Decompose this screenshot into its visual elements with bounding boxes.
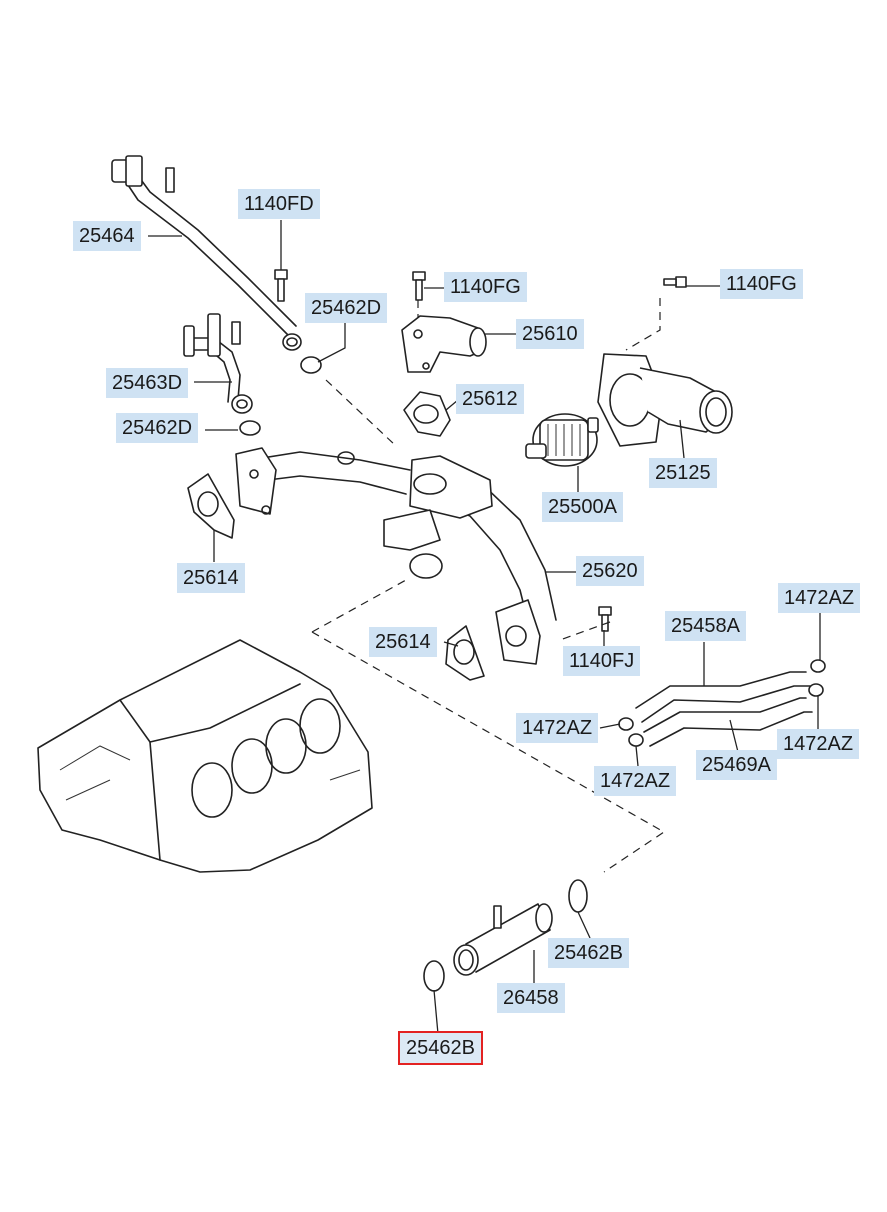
leader-lines	[148, 220, 821, 1035]
label-1472az-bottom[interactable]: 1472AZ	[594, 766, 677, 796]
label-25125[interactable]: 25125	[649, 458, 717, 488]
label-26458[interactable]: 26458	[497, 983, 565, 1013]
gasket-25612	[403, 391, 451, 437]
label-25500a[interactable]: 25500A	[542, 492, 623, 522]
label-25458a[interactable]: 25458A	[665, 611, 746, 641]
label-1472az-top[interactable]: 1472AZ	[778, 583, 861, 613]
o-ring-25462b-upper	[568, 879, 588, 913]
clamp-1472az-left	[618, 717, 634, 731]
pipe-25463d	[183, 313, 253, 414]
label-25462b-upper[interactable]: 25462B	[548, 938, 629, 968]
label-25462b-lower-highlighted[interactable]: 25462B	[398, 1031, 483, 1065]
hose-25469a	[643, 697, 813, 747]
label-25462d-upper[interactable]: 25462D	[305, 293, 388, 323]
label-1472az-left[interactable]: 1472AZ	[516, 713, 599, 743]
thermostat-25500a	[525, 413, 599, 467]
outlet-25125	[597, 353, 733, 447]
label-25463d[interactable]: 25463D	[106, 368, 189, 398]
label-1140fg-left[interactable]: 1140FG	[444, 272, 527, 302]
label-25614-upper[interactable]: 25614	[177, 563, 245, 593]
o-ring-25462d-lower	[239, 420, 261, 436]
cylinder-block	[37, 639, 373, 873]
pipe-26458	[453, 903, 553, 976]
alignment-lines	[311, 298, 666, 873]
label-25610[interactable]: 25610	[516, 319, 584, 349]
bolt-1140fg-left	[412, 271, 426, 301]
clamp-1472az-right	[808, 683, 824, 697]
gasket-25614-upper	[187, 473, 235, 539]
clamp-1472az-top	[810, 659, 826, 673]
label-25614-lower[interactable]: 25614	[369, 627, 437, 657]
o-ring-25462d-upper	[300, 356, 322, 374]
label-25620[interactable]: 25620	[576, 556, 644, 586]
label-1140fd[interactable]: 1140FD	[238, 189, 320, 219]
bypass-pipe-25464	[111, 155, 302, 351]
clamp-1472az-bottom	[628, 733, 644, 747]
label-1140fg-right[interactable]: 1140FG	[720, 269, 803, 299]
bolt-1140fj	[598, 606, 612, 632]
label-25469a[interactable]: 25469A	[696, 750, 777, 780]
gasket-25614-lower	[445, 625, 485, 681]
hose-25458a	[635, 671, 811, 723]
housing-25610	[401, 315, 487, 373]
water-pipe-25620	[235, 447, 557, 665]
label-1140fj[interactable]: 1140FJ	[563, 646, 641, 676]
label-25464[interactable]: 25464	[73, 221, 141, 251]
bolt-1140fg-right	[663, 276, 687, 288]
o-ring-25462b-lower	[423, 960, 445, 992]
label-25462d-lower[interactable]: 25462D	[116, 413, 199, 443]
bolt-1140fd	[274, 269, 288, 302]
label-1472az-right[interactable]: 1472AZ	[777, 729, 860, 759]
label-25612[interactable]: 25612	[456, 384, 524, 414]
